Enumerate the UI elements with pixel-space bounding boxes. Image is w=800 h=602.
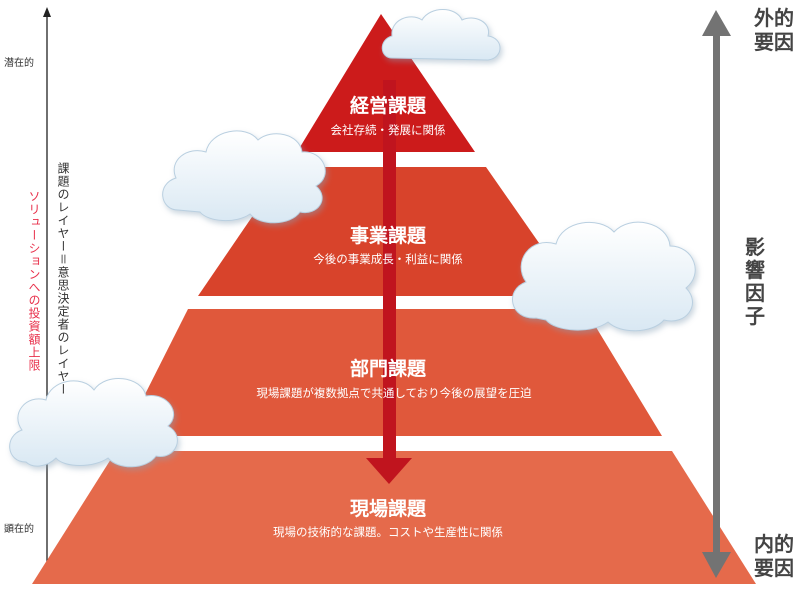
influence-factor-label: 影響因子: [745, 235, 765, 328]
tier-3-subtitle: 現場課題が複数拠点で共通しており今後の展望を圧迫: [256, 386, 532, 400]
manifest-label: 顕在的: [4, 524, 34, 535]
tier-1-subtitle: 会社存続・発展に関係: [331, 123, 446, 137]
cloud-right: [512, 221, 696, 332]
external-factor-label: 外的要因: [754, 6, 794, 54]
cloud-top-right: [381, 9, 501, 61]
right-double-arrow: [702, 10, 731, 578]
tier-3-title: 部門課題: [350, 357, 427, 380]
latent-label: 潜在的: [4, 58, 34, 69]
cloud-lower-left: [9, 378, 178, 468]
tier-4-title: 現場課題: [350, 497, 427, 520]
investment-note: ソリューションへの投資額上限: [27, 190, 41, 372]
tier-4-shape: [32, 451, 756, 584]
center-down-arrow: [366, 80, 412, 484]
tier-1-title: 経営課題: [350, 94, 427, 117]
layer-note: 課題のレイヤー＝意思決定者のレイヤー: [56, 162, 70, 397]
tier-4-subtitle: 現場の技術的な課題。コストや生産性に関係: [273, 525, 503, 539]
left-double-arrow: [43, 7, 51, 582]
internal-factor-label: 内的要因: [754, 532, 794, 580]
tier-2-title: 事業課題: [350, 224, 427, 247]
tier-2-subtitle: 今後の事業成長・利益に関係: [313, 252, 463, 266]
cloud-upper-left: [162, 130, 326, 224]
